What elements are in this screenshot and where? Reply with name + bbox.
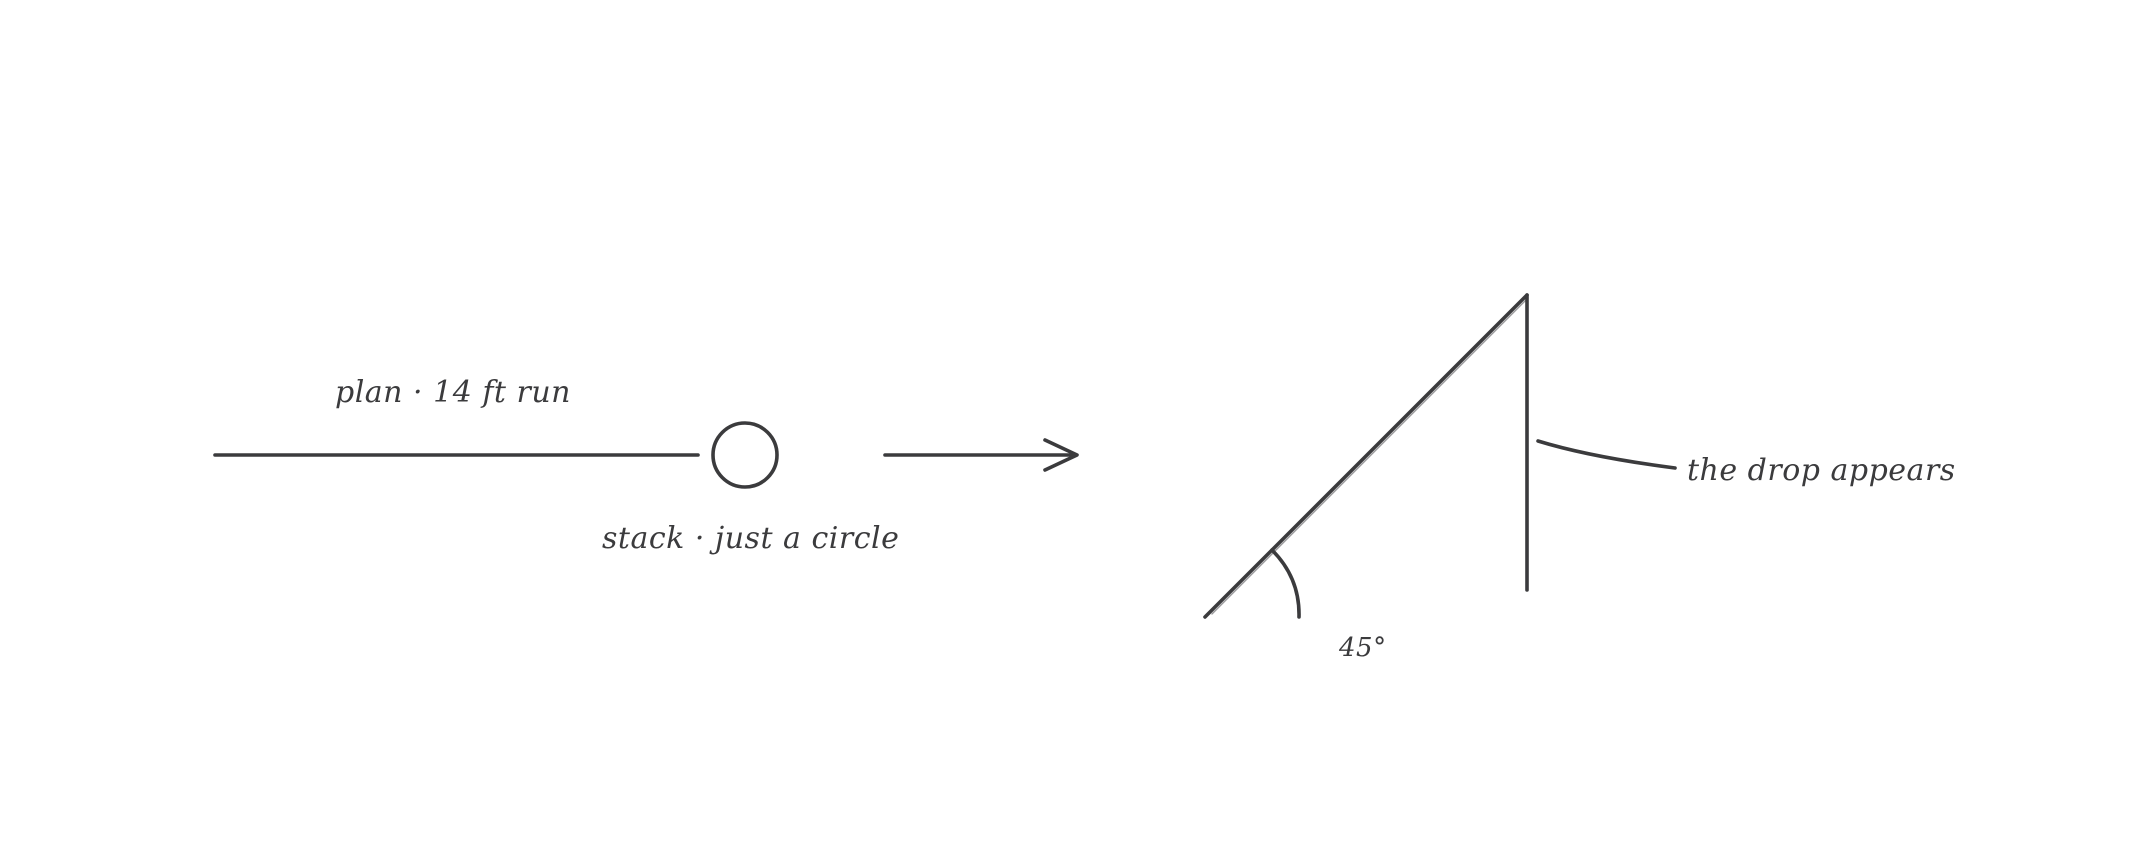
angle-label: 45°	[1338, 633, 1387, 663]
stack-label: stack · just a circle	[602, 521, 899, 556]
drop-label: the drop appears	[1687, 453, 1956, 488]
stack-circle	[711, 421, 779, 489]
drop-leader-line	[1536, 439, 1677, 470]
plan-view: plan · 14 ft run stack · just a circle	[213, 375, 899, 556]
arrow-head	[1043, 438, 1079, 472]
transition-arrow	[883, 438, 1079, 472]
slope-line	[1203, 293, 1529, 619]
plan-label: plan · 14 ft run	[335, 375, 571, 410]
slope-shadow-line	[1211, 297, 1529, 615]
elevation-view: the drop appears 45°	[1203, 293, 1956, 663]
angle-arc	[1270, 548, 1301, 619]
